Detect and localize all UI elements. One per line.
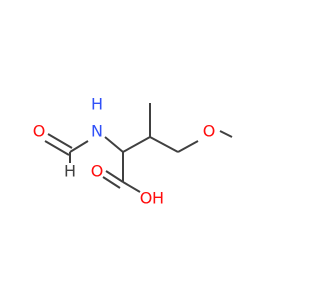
atom-formyl-o: O: [33, 122, 46, 141]
bond-formyl-c-o-2: [44, 140, 70, 156]
bond-formyl-c-n: [69, 140, 89, 153]
structure-canvas: O H H N O O O H: [33, 95, 233, 208]
atom-labels: O H H N O O O H: [33, 95, 216, 208]
bonds: [44, 103, 233, 193]
atom-formyl-h: H: [64, 162, 76, 181]
molecule-diagram: O H H N O O O H: [33, 95, 233, 208]
atom-hydroxyl-h: H: [152, 189, 164, 208]
bond-n-alpha-c: [104, 136, 124, 153]
atom-hydroxyl-o: O: [140, 189, 153, 208]
bond-carboxyl-c-oh: [122, 181, 141, 193]
atom-amide-n: N: [91, 122, 103, 141]
bond-ch2-ether-o: [177, 140, 199, 153]
atom-amide-h: H: [91, 95, 103, 114]
bond-beta-ch2: [149, 136, 179, 153]
bond-carboxyl-c-o-1: [105, 170, 124, 183]
bond-carboxyl-c-o-2: [102, 176, 121, 189]
atom-ether-o: O: [203, 122, 216, 141]
bond-ether-o-methyl: [219, 130, 233, 138]
bond-alpha-beta: [122, 136, 151, 153]
bond-formyl-c-o-1: [47, 133, 73, 149]
atom-carbonyl-o: O: [91, 162, 104, 181]
